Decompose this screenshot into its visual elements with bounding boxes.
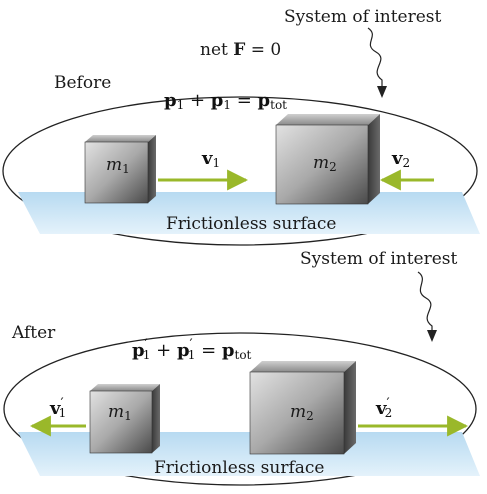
before-momentum-equation: p1 + p1 = ptot [164, 90, 287, 112]
before-velocity1-label: v1 [201, 148, 220, 170]
before-block-m1-label: m1 [106, 155, 130, 176]
after-block-m2-label: m2 [290, 402, 314, 423]
after-momentum-equation: p′1 + p′1 = ptot [132, 337, 252, 362]
before-system-boundary [2, 96, 478, 246]
before-system-pointer [367, 27, 383, 92]
before-block-m2: m2 [275, 114, 380, 205]
net-force-label: net F = 0 [200, 40, 281, 60]
before-system-pointer-head [377, 86, 387, 98]
after-block-m2: m2 [249, 361, 356, 455]
after-block-m1-label: m1 [108, 402, 132, 423]
before-block-m2-label: m2 [313, 153, 337, 174]
after-velocity1-label: v′1 [49, 396, 66, 420]
before-velocity2-label: v2 [391, 148, 410, 170]
after-system-pointer [417, 271, 433, 336]
after-velocity2-label: v′2 [375, 396, 392, 420]
after-system-boundary [3, 332, 477, 486]
before-block-m1: m1 [84, 135, 156, 204]
after-system-pointer-head [427, 330, 437, 342]
after-block-m1: m1 [89, 384, 160, 454]
before-panel: System of interest net F = 0 Before p1 +… [2, 7, 480, 246]
after-panel: System of interest After p′1 + p′1 = pto… [3, 249, 480, 486]
after-surface-label: Frictionless surface [154, 458, 325, 478]
after-system-label: System of interest [300, 249, 458, 269]
before-surface-label: Frictionless surface [166, 214, 337, 234]
before-label: Before [54, 73, 111, 93]
after-label: After [11, 323, 56, 343]
before-system-label: System of interest [284, 7, 442, 27]
